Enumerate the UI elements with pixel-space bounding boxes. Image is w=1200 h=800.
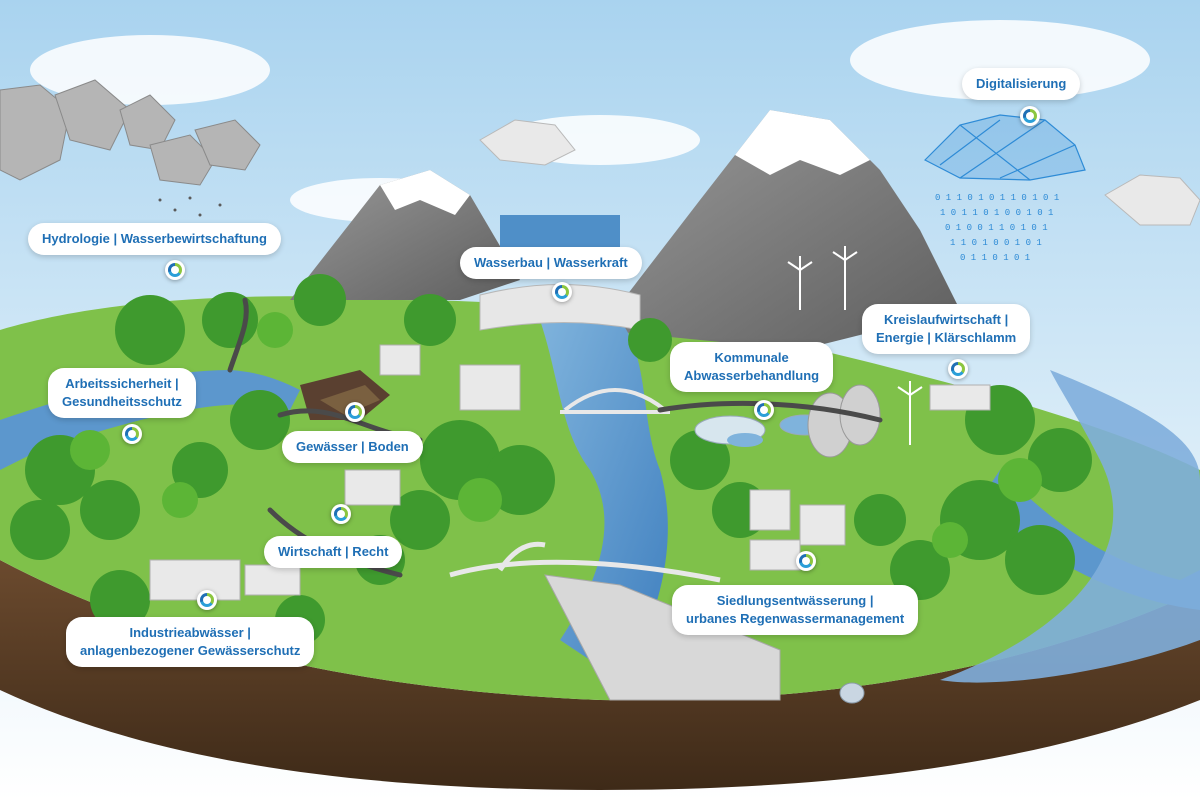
- label-arbeitssicherheit[interactable]: Arbeitssicherheit | Gesundheitsschutz: [48, 368, 196, 418]
- label-gewaesser-text: Gewässer | Boden: [296, 439, 409, 454]
- svg-text:1 0 1 1 0 1 0 0 1 0 1: 1 0 1 1 0 1 0 0 1 0 1: [940, 208, 1053, 218]
- rain-cloud: [0, 79, 261, 186]
- label-industrie[interactable]: Industrieabwässer | anlagenbezogener Gew…: [66, 617, 315, 667]
- label-hydrologie-text: Hydrologie | Wasserbewirtschaftung: [42, 231, 267, 246]
- label-digitalisierung[interactable]: Digitalisierung: [962, 68, 1081, 100]
- svg-text:0 1 1 0 1 0 1: 0 1 1 0 1 0 1: [960, 253, 1030, 263]
- hotspot-wirtschaft-icon[interactable]: [331, 504, 351, 524]
- bridge-upper: [560, 388, 670, 414]
- bridge-lower: [449, 541, 721, 583]
- mountain-right: [600, 110, 960, 350]
- hotspot-gewaesser-icon[interactable]: [345, 402, 365, 422]
- label-wasserbau-text: Wasserbau | Wasserkraft: [474, 255, 628, 270]
- concrete-channel: [544, 574, 781, 701]
- binary-rain: 0 1 1 0 1 0 1 1 0 1 0 1 1 0 1 1 0 1 0 0 …: [935, 193, 1059, 263]
- hotspot-wasserbau-icon[interactable]: [552, 282, 572, 302]
- island-soil: [0, 560, 1200, 790]
- label-kreislaufwirtschaft-line1: Kreislaufwirtschaft |: [883, 312, 1009, 327]
- label-siedlung-line1: Siedlungsentwässerung |: [716, 593, 874, 608]
- label-siedlung[interactable]: Siedlungsentwässerung | urbanes Regenwas…: [672, 585, 919, 635]
- pipe: [839, 682, 865, 704]
- hotspot-siedlung-icon[interactable]: [796, 551, 816, 571]
- label-kommunale[interactable]: Kommunale Abwasserbehandlung: [670, 342, 834, 392]
- svg-text:1 1 0 1 0 0 1 0 1: 1 1 0 1 0 0 1 0 1: [950, 238, 1042, 248]
- label-digitalisierung-text: Digitalisierung: [976, 76, 1067, 91]
- label-kommunale-line1: Kommunale: [714, 350, 789, 365]
- label-industrie-line2: anlagenbezogener Gewässerschutz: [80, 643, 301, 658]
- sea: [940, 370, 1200, 683]
- wind-turbines: [787, 246, 923, 445]
- hotspot-kommunale-icon[interactable]: [754, 400, 774, 420]
- label-gewaesser[interactable]: Gewässer | Boden: [282, 431, 423, 463]
- label-industrie-line1: Industrieabwässer |: [129, 625, 251, 640]
- digital-cloud: [923, 114, 1086, 181]
- label-kommunale-line2: Abwasserbehandlung: [684, 368, 820, 383]
- label-arbeitssicherheit-line2: Gesundheitsschutz: [62, 394, 182, 409]
- forest-light: [70, 312, 1042, 558]
- svg-text:0 1 1 0 1 0 1 1 0 1 0 1: 0 1 1 0 1 0 1 1 0 1 0 1: [935, 193, 1059, 203]
- label-wirtschaft-text: Wirtschaft | Recht: [278, 544, 389, 559]
- hotspot-industrie-icon[interactable]: [197, 590, 217, 610]
- cloud-lowpoly: [479, 119, 1200, 226]
- label-arbeitssicherheit-line1: Arbeitssicherheit |: [65, 376, 179, 391]
- label-wirtschaft[interactable]: Wirtschaft | Recht: [264, 536, 403, 568]
- label-wasserbau[interactable]: Wasserbau | Wasserkraft: [460, 247, 642, 279]
- hotspot-kreislaufwirtschaft-icon[interactable]: [948, 359, 968, 379]
- label-siedlung-line2: urbanes Regenwassermanagement: [686, 611, 905, 626]
- field-stripes: [320, 385, 380, 415]
- label-kreislaufwirtschaft-line2: Energie | Klärschlamm: [876, 330, 1017, 345]
- hotspot-digitalisierung-icon[interactable]: [1020, 106, 1040, 126]
- hotspot-arbeitssicherheit-icon[interactable]: [122, 424, 142, 444]
- buildings: [149, 344, 991, 601]
- hotspot-hydrologie-icon[interactable]: [165, 260, 185, 280]
- svg-text:0 1 0 0 1 1 0 1 0 1: 0 1 0 0 1 1 0 1 0 1: [945, 223, 1048, 233]
- label-kreislaufwirtschaft[interactable]: Kreislaufwirtschaft | Energie | Klärschl…: [862, 304, 1031, 354]
- label-hydrologie[interactable]: Hydrologie | Wasserbewirtschaftung: [28, 223, 281, 255]
- river-left: [0, 370, 300, 470]
